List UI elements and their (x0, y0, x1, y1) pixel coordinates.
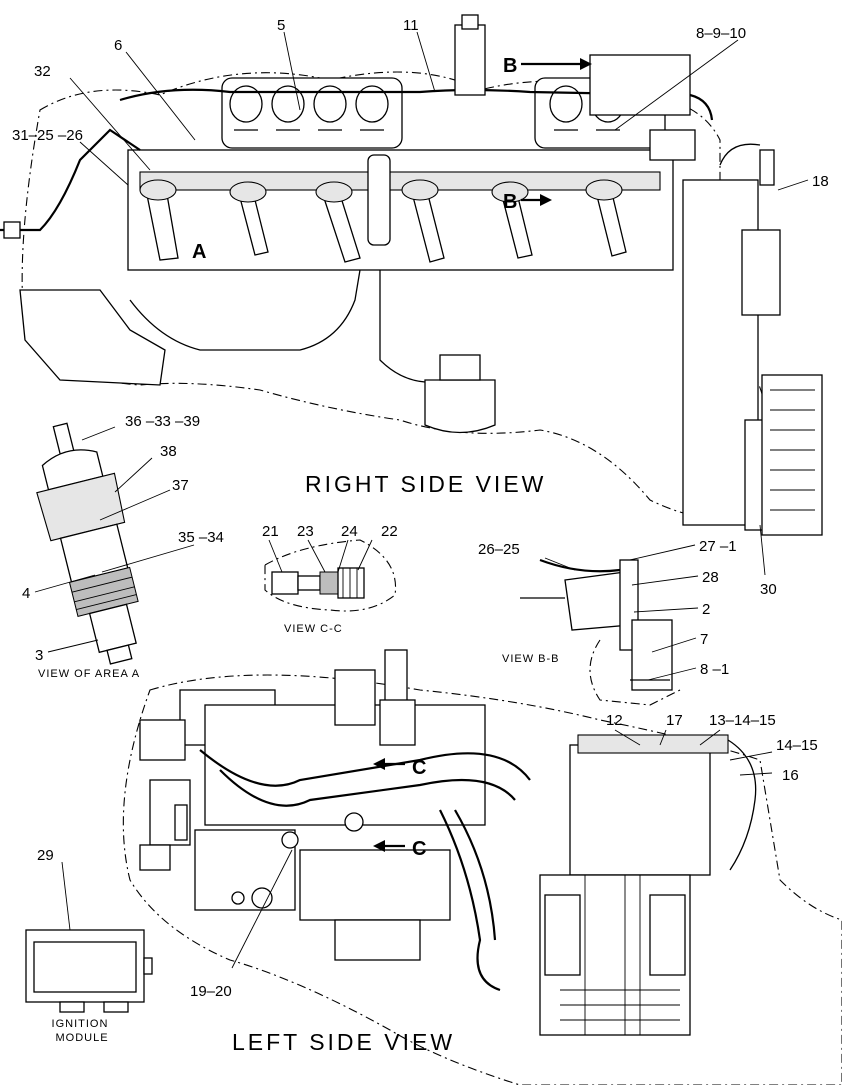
callout-30: 30 (760, 581, 777, 598)
callout-38: 38 (160, 443, 177, 460)
callout-24: 24 (341, 523, 358, 540)
callout-22: 22 (381, 523, 398, 540)
section-marker-b-upper: B (503, 55, 517, 77)
view-titles: RIGHT SIDE VIEW LEFT SIDE VIEW VIEW OF A… (38, 471, 560, 1055)
left-side-view-title: LEFT SIDE VIEW (232, 1029, 455, 1055)
callout-8-9-10: 8–9–10 (696, 25, 746, 42)
callout-32: 32 (34, 63, 51, 80)
callout-3: 3 (35, 647, 43, 664)
callout-5: 5 (277, 17, 285, 34)
view-c-c-connector-detail (264, 539, 397, 612)
leader-lines (34, 31, 809, 969)
callout-36-33-39: 36 –33 –39 (125, 413, 200, 430)
callout-18: 18 (812, 173, 829, 190)
callout-16: 16 (782, 767, 799, 784)
section-b-b-title: VIEW B-B (502, 653, 560, 665)
section-marker-c-upper: C (412, 757, 426, 779)
section-marker-b-lower: B (503, 191, 517, 213)
right-side-view-engine (0, 14, 823, 536)
section-marker-a: A (192, 241, 206, 263)
left-side-view-engine (122, 649, 842, 1086)
callout-12: 12 (606, 712, 623, 729)
ignition-module-drawing (25, 929, 153, 1013)
callout-8-1: 8 –1 (700, 661, 729, 678)
callout-28: 28 (702, 569, 719, 586)
section-markers-bottom: C C (373, 757, 426, 860)
callout-27-1: 27 –1 (699, 538, 737, 555)
callout-6: 6 (114, 37, 122, 54)
callout-17: 17 (666, 712, 683, 729)
callout-7: 7 (700, 631, 708, 648)
callout-19-20: 19–20 (190, 983, 232, 1000)
area-a-spark-plug-detail (36, 422, 139, 665)
callout-2: 2 (702, 601, 710, 618)
callout-4: 4 (22, 585, 30, 602)
callout-21: 21 (262, 523, 279, 540)
callout-14-15: 14–15 (776, 737, 818, 754)
area-a-view-title: VIEW OF AREA A (38, 668, 140, 680)
callout-23: 23 (297, 523, 314, 540)
callout-26-25: 26–25 (478, 541, 520, 558)
callout-29: 29 (37, 847, 54, 864)
section-markers-top: A B B (192, 55, 592, 263)
right-side-view-title: RIGHT SIDE VIEW (305, 471, 546, 497)
callout-35-34: 35 –34 (178, 529, 224, 546)
ignition-module-label: IGNITION MODULE (52, 1018, 113, 1044)
callout-31-25-26: 31–25 –26 (12, 127, 83, 144)
section-c-c-title: VIEW C-C (284, 623, 343, 635)
callout-37: 37 (172, 477, 189, 494)
view-b-b-solenoid-detail (520, 558, 681, 706)
callout-11: 11 (403, 17, 419, 34)
callout-labels: 5 6 11 32 8–9–10 31–25 –26 18 36 –33 –39… (12, 17, 829, 1000)
section-marker-c-lower: C (412, 838, 426, 860)
callout-13-14-15: 13–14–15 (709, 712, 776, 729)
